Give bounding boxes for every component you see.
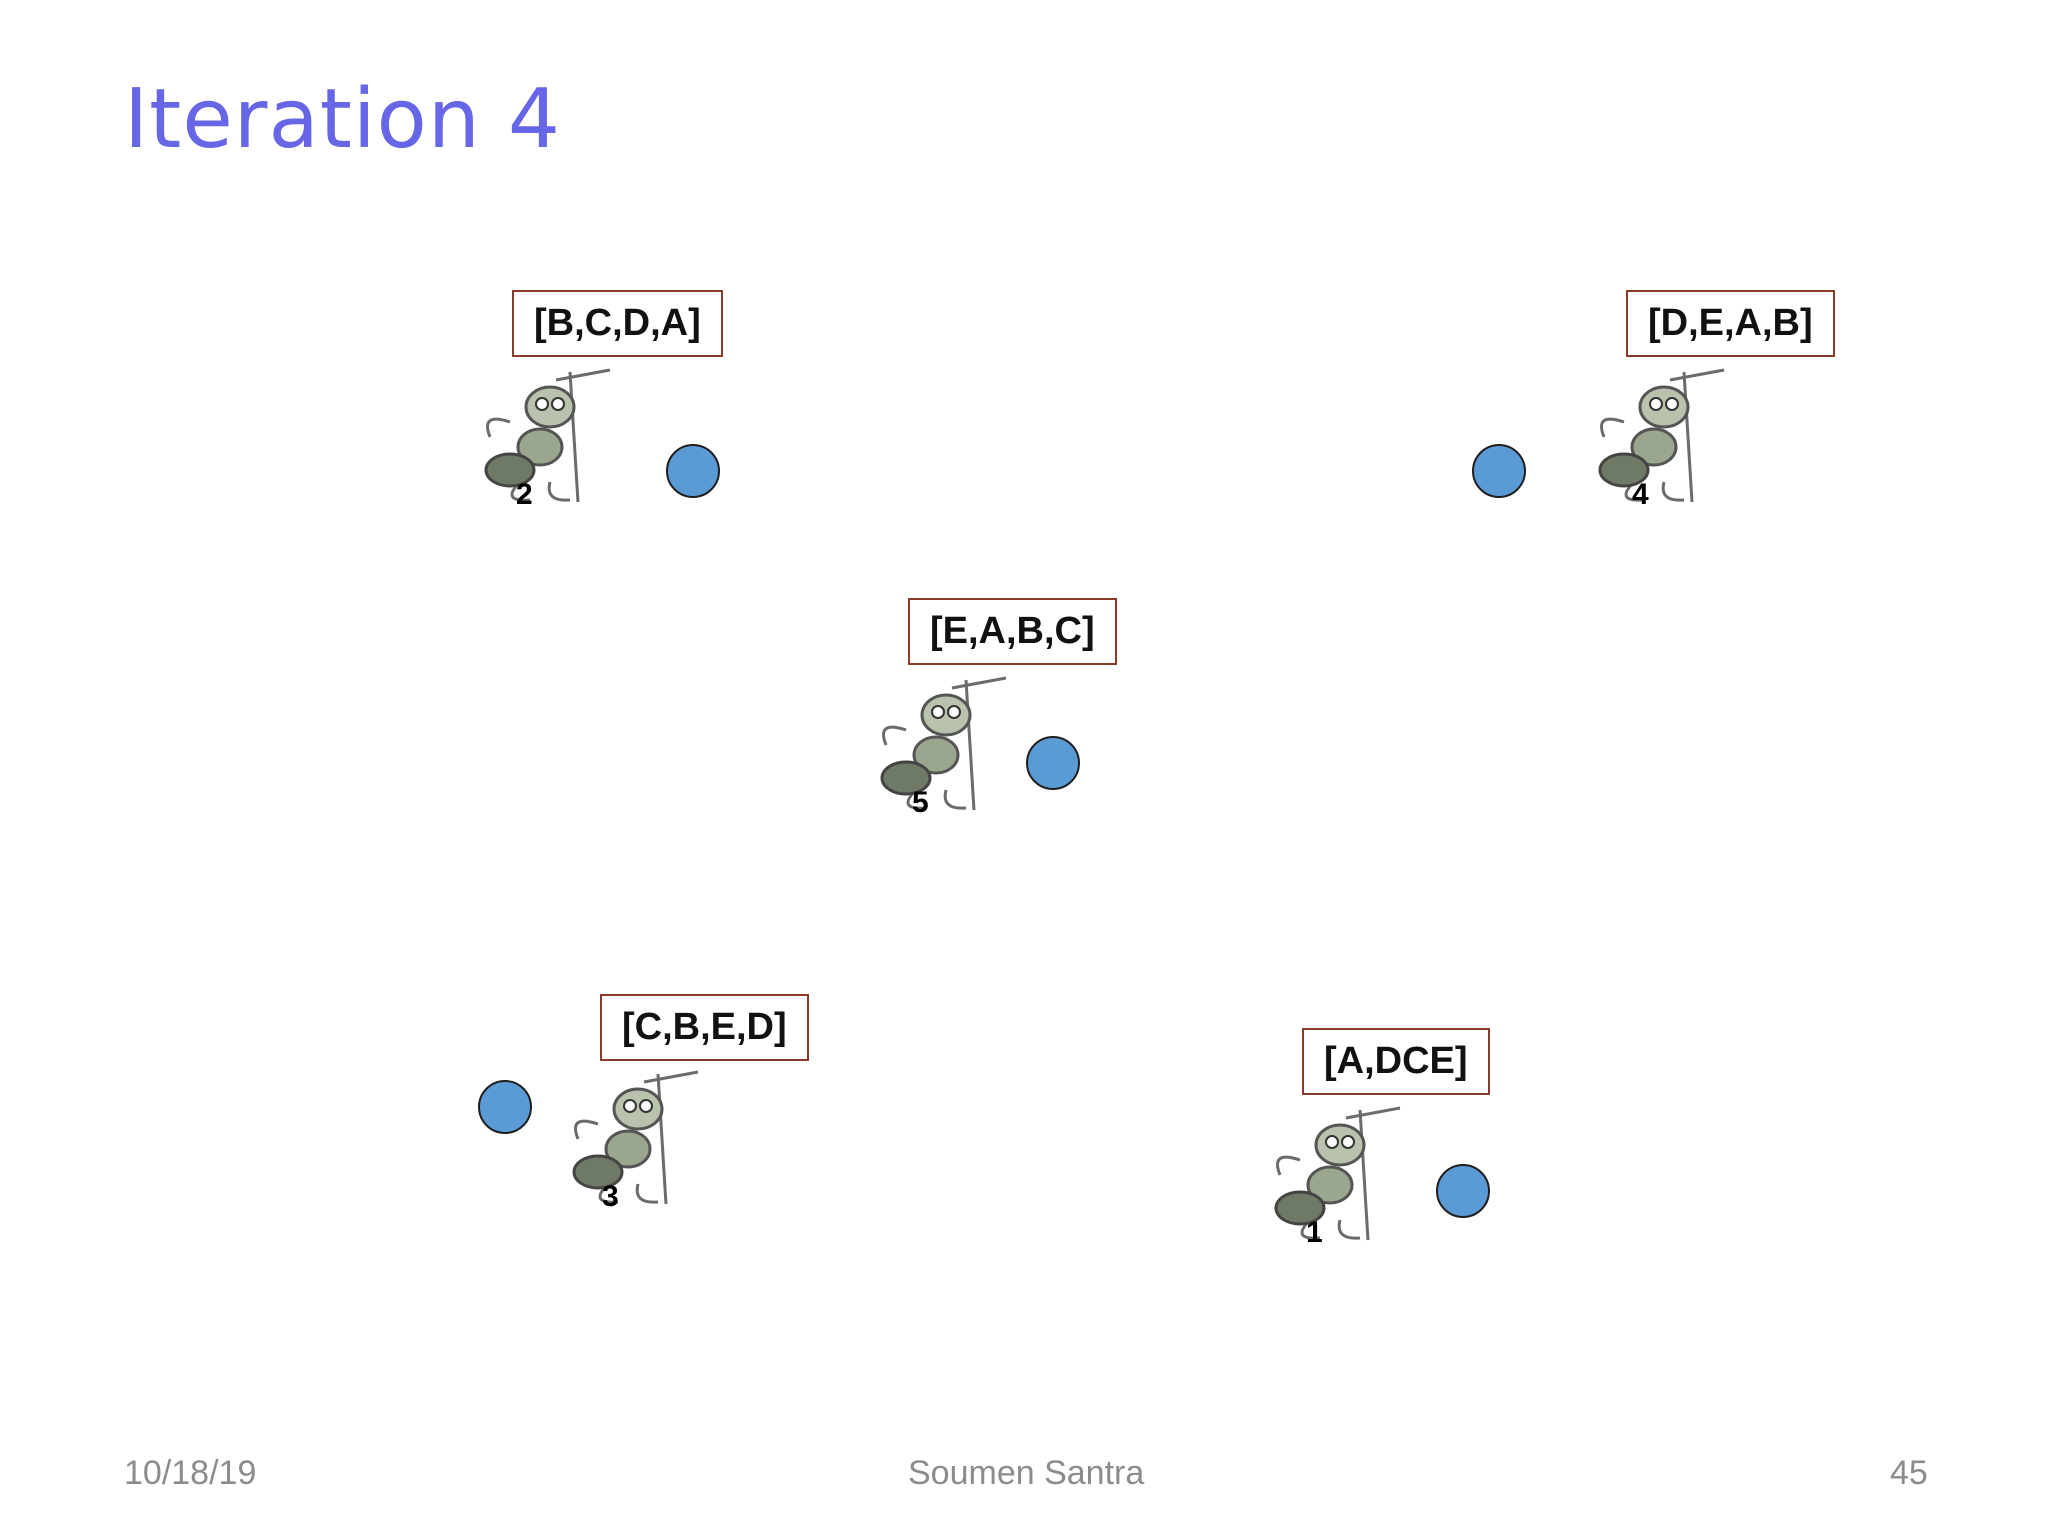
node-circle bbox=[1472, 444, 1526, 498]
ant-icon bbox=[572, 1070, 699, 1205]
ant-number: 5 bbox=[912, 786, 929, 819]
ant-number: 1 bbox=[1306, 1216, 1323, 1249]
route-label-ant-3: [C,B,E,D] bbox=[600, 994, 809, 1061]
route-label-ant-1: [A,DCE] bbox=[1302, 1028, 1490, 1095]
node-circle bbox=[478, 1080, 532, 1134]
route-label-ant-2: [B,C,D,A] bbox=[512, 290, 723, 357]
ant-icon bbox=[880, 676, 1007, 811]
footer-author: Soumen Santra bbox=[908, 1454, 1145, 1492]
route-label-ant-4: [D,E,A,B] bbox=[1626, 290, 1835, 357]
ant-icon bbox=[1274, 1106, 1401, 1241]
ant-icon bbox=[484, 368, 611, 503]
ant-number: 2 bbox=[516, 478, 533, 511]
ant-number: 4 bbox=[1632, 478, 1649, 511]
node-circle bbox=[1026, 736, 1080, 790]
ant-number: 3 bbox=[602, 1180, 619, 1213]
footer-page-number: 45 bbox=[1890, 1454, 1928, 1492]
footer-date: 10/18/19 bbox=[124, 1454, 257, 1492]
slide-title: Iteration 4 bbox=[124, 72, 562, 167]
ant-icon bbox=[1598, 368, 1725, 503]
node-circle bbox=[666, 444, 720, 498]
node-circle bbox=[1436, 1164, 1490, 1218]
route-label-ant-5: [E,A,B,C] bbox=[908, 598, 1117, 665]
